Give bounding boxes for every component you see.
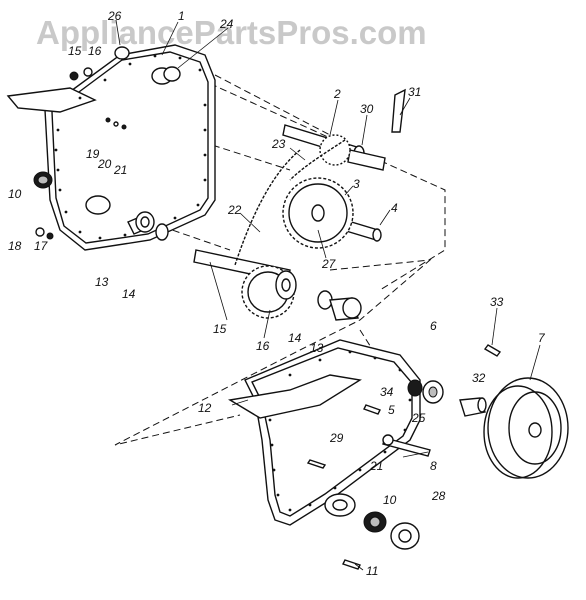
callout-17: 17 (34, 239, 49, 253)
callout-31: 31 (408, 85, 421, 99)
callout-10: 10 (8, 187, 22, 201)
callout-14-b: 14 (288, 331, 302, 345)
callout-28: 28 (431, 489, 446, 503)
callout-8: 8 (430, 459, 437, 473)
callout-33: 33 (490, 295, 504, 309)
callout-4: 4 (391, 201, 398, 215)
callout-15: 15 (68, 44, 82, 58)
callout-5: 5 (388, 403, 395, 417)
callout-23: 23 (271, 137, 286, 151)
callout-13-b: 13 (310, 341, 324, 355)
bearing-set-center (317, 290, 362, 321)
callout-12: 12 (198, 401, 212, 415)
callout-26: 26 (107, 9, 122, 23)
callout-2: 2 (333, 87, 341, 101)
callout-labels: 26 15 16 1 24 2 31 30 23 19 20 21 3 10 2… (8, 9, 546, 578)
callout-29: 29 (329, 431, 344, 445)
right-hardware (306, 344, 502, 570)
callout-15-b: 15 (213, 322, 227, 336)
callout-21-b: 21 (369, 459, 383, 473)
drive-pulley (483, 377, 569, 479)
callout-30: 30 (360, 102, 374, 116)
callout-34: 34 (380, 385, 394, 399)
watermark-text: AppliancePartsPros.com (36, 14, 427, 51)
callout-14: 14 (122, 287, 136, 301)
callout-3: 3 (353, 177, 360, 191)
bearing-set-left (127, 211, 169, 241)
callout-6: 6 (430, 319, 437, 333)
callout-1: 1 (178, 9, 185, 23)
callout-24: 24 (219, 17, 234, 31)
left-hardware (33, 46, 181, 240)
callout-10-b: 10 (383, 493, 397, 507)
callout-11: 11 (366, 564, 378, 578)
callout-32: 32 (472, 371, 486, 385)
callout-13: 13 (95, 275, 109, 289)
leader-lines (115, 19, 541, 571)
gear-housing-right-half (228, 339, 421, 526)
sprockets-and-chain (234, 134, 354, 319)
callout-22: 22 (227, 203, 242, 217)
callout-16-b: 16 (256, 339, 270, 353)
callout-25: 25 (411, 411, 426, 425)
gear-housing-left-half (6, 44, 216, 251)
callout-21: 21 (113, 163, 127, 177)
callout-19: 19 (86, 147, 100, 161)
callout-7: 7 (538, 331, 546, 345)
callout-27: 27 (321, 257, 337, 271)
callout-16: 16 (88, 44, 102, 58)
callout-18: 18 (8, 239, 22, 253)
callout-20: 20 (97, 157, 112, 171)
